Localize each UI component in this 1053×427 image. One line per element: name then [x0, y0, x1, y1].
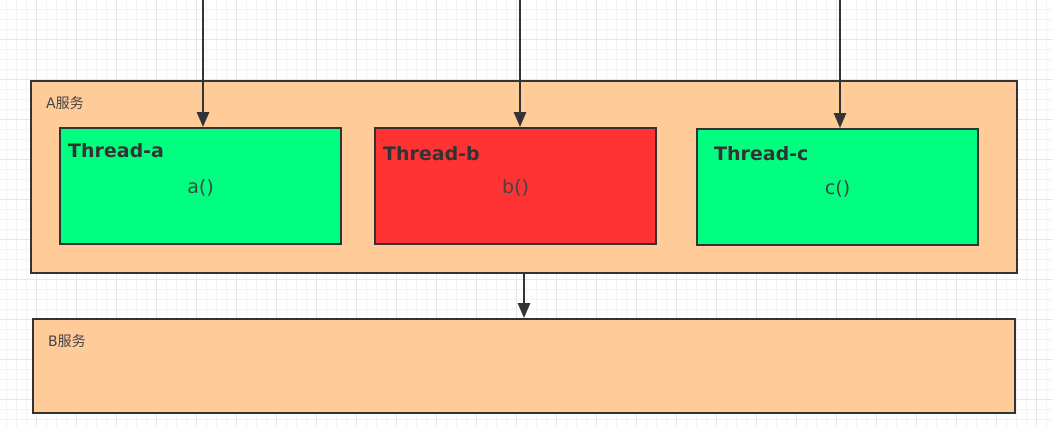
arrow-a-to-b-service — [517, 274, 531, 318]
service-a-label: A服务 — [46, 96, 84, 112]
thread-c-box: Thread-c c() — [696, 128, 979, 246]
arrow-to-thread-b — [513, 0, 527, 127]
thread-a-call: a() — [187, 176, 214, 198]
arrow-to-thread-c — [833, 0, 847, 128]
thread-c-title: Thread-c — [714, 143, 809, 165]
thread-a-box: Thread-a a() — [59, 127, 342, 245]
thread-c-call: c() — [824, 177, 851, 199]
thread-b-title: Thread-b — [383, 143, 480, 165]
thread-b-call: b() — [502, 176, 529, 198]
service-b-label: B服务 — [48, 334, 86, 350]
thread-a-title: Thread-a — [68, 140, 164, 162]
thread-b-box: Thread-b b() — [374, 127, 657, 245]
arrow-to-thread-a — [196, 0, 210, 127]
service-b-box: B服务 — [32, 318, 1016, 414]
